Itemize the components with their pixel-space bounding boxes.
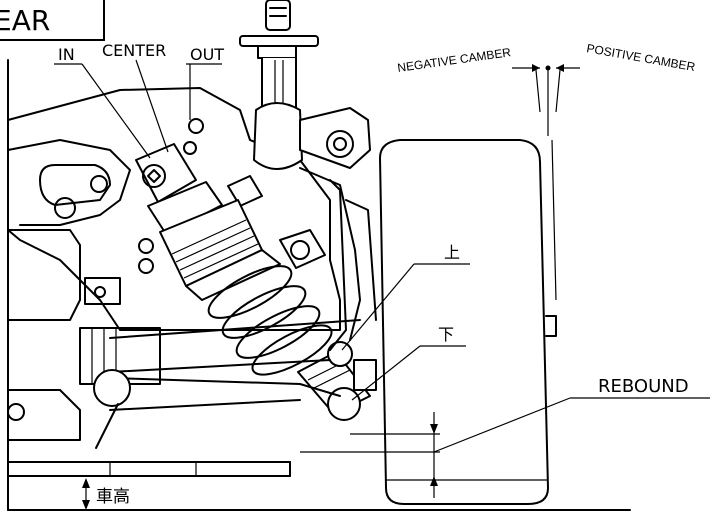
upper-ball-joint: [327, 341, 353, 367]
rail-edge: [345, 199, 377, 321]
chassis-hole: [138, 258, 154, 274]
shock-cap: [147, 181, 223, 235]
chassis-hole: [138, 238, 154, 254]
title-box: EAR: [0, 0, 105, 41]
chassis-plate: [7, 87, 341, 331]
chassis-hole: [188, 118, 204, 134]
chassis-hole: [183, 141, 197, 155]
mount-bracket: [84, 277, 121, 305]
center-label: CENTER: [102, 41, 166, 60]
shock-tower-post: [239, 0, 319, 170]
rebound-label: REBOUND: [598, 376, 689, 397]
mount-position-labels: IN CENTER OUT: [54, 41, 224, 159]
shock-lower-end: [297, 341, 377, 421]
wheel: [379, 139, 557, 505]
lower-arm-inner-ball: [93, 369, 131, 407]
chassis-rail: [329, 179, 347, 351]
in-label: IN: [58, 45, 75, 64]
shock-absorber: [135, 143, 281, 301]
mount-bolt: [94, 286, 106, 298]
chassis-hole: [54, 197, 76, 219]
ride-height-label: 車高: [96, 487, 130, 507]
lower-arm: [93, 319, 361, 449]
negative-camber-label: NEGATIVE CAMBER: [396, 45, 512, 75]
lower-label: 下: [438, 325, 454, 344]
positive-camber-label: POSITIVE CAMBER: [585, 41, 696, 74]
adjuster-nut: [227, 175, 263, 207]
shock-top-mount: [142, 164, 166, 188]
lower-ball-joint: [327, 387, 361, 421]
spring-top-cup: [279, 229, 326, 269]
upper-lower-labels: 上 下: [341, 243, 470, 401]
title-text: EAR: [0, 4, 50, 37]
ride-height-dimension: 車高: [7, 461, 291, 510]
upper-label: 上: [444, 243, 460, 262]
out-label: OUT: [190, 45, 224, 64]
hub-knuckle: [353, 359, 377, 391]
upper-arm: [299, 107, 371, 341]
upper-arm-pivot: [326, 130, 354, 158]
spring-collar: [185, 249, 281, 301]
pivot-ball: [7, 403, 25, 421]
rebound-dimension: REBOUND: [300, 376, 710, 498]
chassis-hole: [90, 175, 108, 193]
